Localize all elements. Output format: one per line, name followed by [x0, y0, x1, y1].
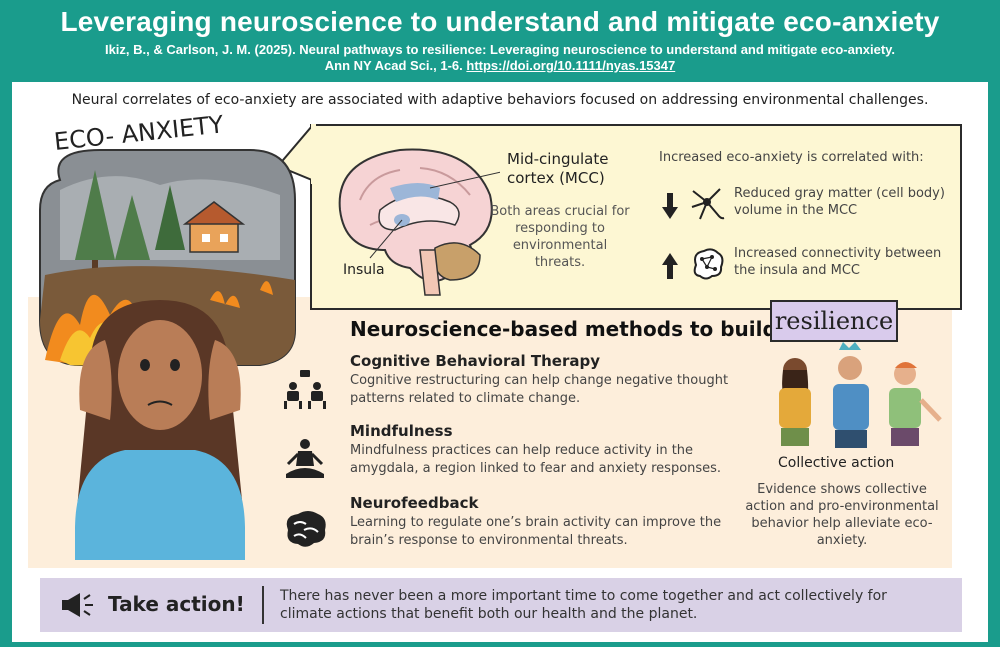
correlate-text: Increased connectivity between the insul… [734, 246, 942, 278]
citation-line-1: Ikiz, B., & Carlson, J. M. (2025). Neura… [104, 42, 896, 57]
brain-areas-note: Both areas crucial for responding to env… [490, 204, 630, 270]
mcc-label: Mid-cingulate cortex (MCC) [507, 150, 609, 187]
method-name: Cognitive Behavioral Therapy [350, 352, 600, 370]
neuron-icon [691, 188, 725, 220]
doi-link[interactable]: https://doi.org/10.1111/nyas.15347 [466, 58, 676, 73]
method-description: Cognitive restructuring can help change … [350, 373, 729, 406]
header: Leveraging neuroscience to understand an… [0, 0, 1000, 80]
take-action-heading: Take action! [108, 592, 245, 616]
collective-action-title: Collective action [778, 455, 895, 471]
take-action-message: There has never been a more important ti… [280, 588, 887, 622]
method-name: Mindfulness [350, 422, 453, 440]
insula-label: Insula [343, 262, 385, 278]
up-arrow-icon [662, 253, 678, 279]
method-name: Neurofeedback [350, 494, 479, 512]
correlates-title: Increased eco-anxiety is correlated with… [659, 150, 924, 165]
correlate-text: Reduced gray matter (cell body) volume i… [734, 186, 945, 218]
resilience-sign: resilience [770, 300, 898, 342]
take-action-banner: Take action! There has never been a more… [40, 578, 962, 632]
citation: Ikiz, B., & Carlson, J. M. (2025). Neura… [0, 42, 1000, 74]
methods-title: Neuroscience-based methods to build [350, 317, 777, 341]
correlate-item: Reduced gray matter (cell body) volume i… [662, 185, 952, 229]
brain-icon [286, 511, 326, 547]
page-title: Leveraging neuroscience to understand an… [60, 6, 940, 37]
eco-anxiety-illustration: ECO- ANXIETY [39, 110, 296, 560]
brain-network-icon [693, 248, 724, 280]
therapy-session-icon [284, 370, 326, 409]
collective-action-illustration [779, 342, 942, 448]
meditation-icon [286, 439, 324, 478]
divider [262, 586, 264, 624]
brain-diagram [338, 148, 500, 296]
down-arrow-icon [662, 193, 678, 219]
megaphone-icon [62, 593, 93, 617]
method-description: Learning to regulate one’s brain activit… [350, 515, 722, 548]
correlate-item: Increased connectivity between the insul… [662, 245, 952, 289]
collective-action-description: Evidence shows collective action and pro… [745, 482, 939, 548]
citation-journal: Ann NY Acad Sci., 1-6. [324, 58, 467, 73]
citation-line-2: Ann NY Acad Sci., 1-6. https://doi.org/1… [0, 58, 1000, 74]
method-description: Mindfulness practices can help reduce ac… [350, 443, 722, 476]
subtitle: Neural correlates of eco-anxiety are ass… [71, 92, 929, 108]
